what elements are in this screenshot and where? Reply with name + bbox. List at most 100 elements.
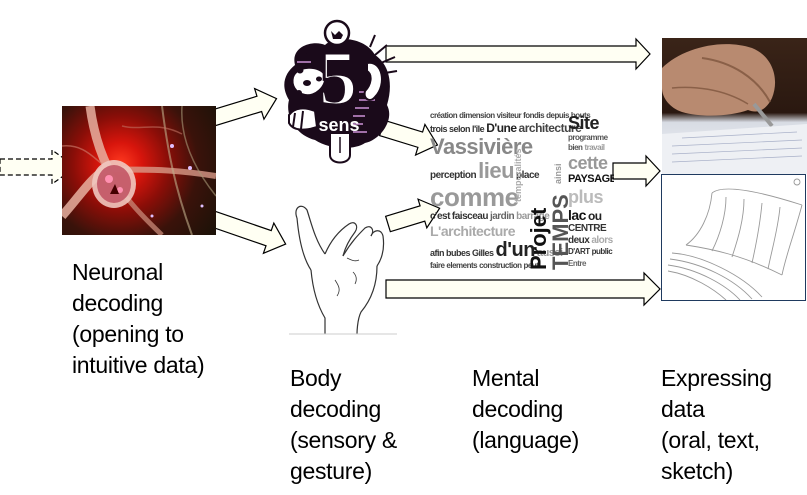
word-cloud-word: perception: [430, 170, 477, 181]
word-cloud-word: faire: [430, 261, 445, 270]
five-senses-graphic: [284, 19, 398, 164]
word-cloud-word: alors: [591, 235, 613, 246]
stage-label-line: (opening to: [72, 321, 184, 347]
stage-label-body: Body decoding (sensory & gesture): [290, 363, 397, 487]
stage-label-line: gesture): [290, 458, 372, 484]
word-cloud-word: temporalités: [513, 148, 523, 202]
arrow-neuronal-to-gesture: [206, 209, 287, 255]
word-cloud-word: Vassivière: [430, 134, 533, 159]
word-cloud-word: dimension: [459, 112, 495, 120]
word-cloud-row: L'architecture: [430, 224, 517, 238]
stage-label-line: Neuronal: [72, 259, 163, 285]
writing-photo: [662, 38, 807, 174]
stage-label-line: (language): [472, 427, 579, 453]
stage-label-neuronal: Neuronal decoding (opening to intuitive …: [72, 257, 205, 381]
word-cloud-row: plus: [568, 188, 605, 206]
word-cloud-row: Vassivière: [430, 136, 535, 158]
word-cloud-word: création: [430, 112, 458, 120]
word-cloud-word: faisceau: [451, 211, 489, 222]
logo-numeral: 5: [317, 34, 359, 121]
word-cloud-word: l'île: [472, 124, 485, 134]
stage-label-line: sketch): [661, 458, 734, 484]
word-cloud-word: programme: [568, 133, 608, 142]
word-cloud-word: TEMPS: [548, 194, 573, 270]
arrow-gesture-to-wordcloud: [384, 198, 441, 233]
word-cloud-word: CENTRE: [568, 223, 607, 234]
word-cloud-column: ainsi: [553, 112, 563, 184]
word-cloud-word: bouts: [570, 112, 591, 120]
word-cloud-word: jardin: [489, 211, 515, 222]
word-cloud-word: trois: [430, 124, 448, 134]
word-cloud-word: d'un: [495, 239, 536, 261]
word-cloud-word: Site: [568, 113, 600, 133]
stage-label-line: (sensory &: [290, 427, 397, 453]
word-cloud-word: bubes: [446, 248, 471, 258]
word-cloud-row: Entre: [568, 260, 588, 268]
word-cloud-word: Entre: [568, 259, 586, 268]
hand-gesture-image: [285, 200, 400, 335]
word-cloud-word: peut: [523, 261, 539, 270]
word-cloud-row: cette: [568, 154, 610, 172]
sketch-drawing: [667, 178, 803, 300]
word-cloud-word: fondis: [523, 112, 545, 120]
word-cloud-row: Site: [568, 114, 601, 132]
word-cloud-word: PAYSAGE: [568, 173, 614, 185]
word-cloud-column: temporalités: [513, 112, 523, 202]
word-cloud-word: Projet: [526, 207, 551, 270]
arrow-senses-to-writing: [385, 37, 651, 71]
five-senses-logo: 5 sens: [275, 15, 400, 165]
word-cloud-row: comme: [430, 184, 521, 210]
stage-label-line: intuitive data): [72, 352, 205, 378]
hand-gesture-drawing: [289, 205, 397, 335]
word-cloud-word: comme: [430, 182, 519, 212]
word-cloud-column: Projet: [526, 114, 551, 270]
architecture-sketch: [661, 174, 806, 301]
stage-label-line: data: [661, 396, 705, 422]
word-cloud-word: D'ART: [568, 247, 590, 256]
stage-label-line: decoding: [472, 396, 563, 422]
writing-hand-illustration: [662, 44, 807, 174]
arrow-gesture-to-sketch: [385, 271, 661, 307]
arrow-wordcloud-to-writing: [612, 154, 661, 188]
arrow-senses-to-wordcloud: [378, 119, 439, 157]
word-cloud-word: public: [591, 247, 613, 256]
word-cloud-word: deux: [568, 235, 590, 246]
word-cloud-word: barrage: [516, 211, 550, 222]
word-cloud-word: aussi: [536, 247, 563, 259]
word-cloud-word: D'une: [486, 121, 517, 135]
word-cloud-word: travail: [584, 143, 605, 152]
word-cloud-word: elements: [446, 261, 478, 270]
logo-word: sens: [318, 115, 360, 135]
word-cloud-word: lieu: [478, 158, 515, 183]
stage-label-line: decoding: [290, 396, 381, 422]
word-cloud-word: place: [516, 170, 540, 181]
stage-label-line: Expressing: [661, 365, 772, 391]
word-cloud-word: bien: [568, 143, 583, 152]
stage-label-line: (oral, text,: [661, 427, 760, 453]
word-cloud-word: architecture: [518, 121, 582, 135]
word-cloud-word: afin: [430, 248, 445, 258]
stage-label-line: Mental: [472, 365, 540, 391]
word-cloud-row: PAYSAGE: [568, 174, 614, 185]
stage-label-line: decoding: [72, 290, 163, 316]
stage-label-line: Body: [290, 365, 342, 391]
word-cloud-word: cette: [568, 153, 608, 173]
word-cloud-word: lac: [568, 207, 586, 223]
word-cloud-word: L'architecture: [430, 223, 516, 239]
neuron-illustration: [62, 106, 216, 235]
word-cloud-word: Gilles: [472, 248, 494, 258]
word-cloud-word: ainsi: [553, 163, 563, 184]
neuron-image: [62, 106, 216, 235]
